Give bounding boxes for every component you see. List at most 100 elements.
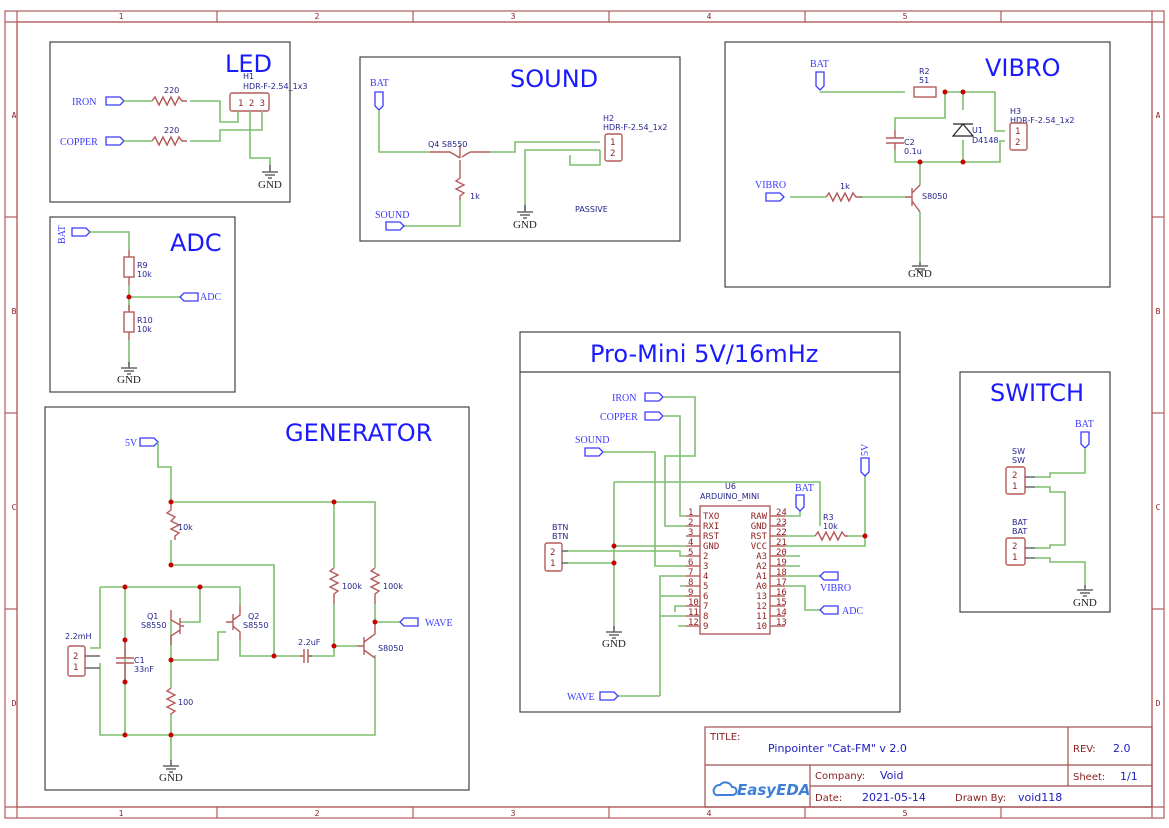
iron-port[interactable] xyxy=(105,96,125,106)
bat-port[interactable] xyxy=(71,227,91,237)
q4-transistor[interactable] xyxy=(430,145,490,159)
vibro-block[interactable]: VIBRO BAT R2 51 C2 0.1u U1 D4148 H3 HDR-… xyxy=(724,41,1111,288)
5v-port[interactable] xyxy=(139,437,159,447)
col-label: 3 xyxy=(511,809,516,818)
generator-title: GENERATOR xyxy=(285,419,432,447)
bat-port[interactable] xyxy=(795,494,805,512)
sound-port[interactable] xyxy=(385,221,405,231)
bat-port[interactable] xyxy=(815,71,825,91)
r3-ref: R3 xyxy=(823,513,834,522)
sw-pin1: 1 xyxy=(1012,482,1017,492)
generator-block[interactable]: GENERATOR 5V 10k 100k 100k Q1 S8550 Q2 S… xyxy=(44,406,470,791)
col-label: 2 xyxy=(315,12,320,21)
title-label: TITLE: xyxy=(709,732,740,743)
h2-connector[interactable] xyxy=(604,133,623,162)
copper-port[interactable] xyxy=(644,411,664,421)
r3-resistor[interactable] xyxy=(814,530,848,542)
resistor-100k-a[interactable] xyxy=(328,567,340,604)
promini-block[interactable]: Pro-Mini 5V/16mHz IRON COPPER SOUND U6 A… xyxy=(519,331,901,713)
q3-label: S8050 xyxy=(378,644,403,653)
copper-port-label: COPPER xyxy=(600,412,638,423)
switch-title: SWITCH xyxy=(990,379,1084,407)
pin-number: 8 xyxy=(688,578,693,588)
bat-port[interactable] xyxy=(374,91,384,111)
bat-label: BAT xyxy=(1075,419,1094,430)
copper-port[interactable] xyxy=(105,136,125,146)
adc-port[interactable] xyxy=(179,292,199,302)
bat-port[interactable] xyxy=(1080,431,1090,449)
pin-name: 12 xyxy=(756,602,767,612)
resistor-1k[interactable] xyxy=(454,160,466,200)
adc-port[interactable] xyxy=(819,605,839,615)
cap-2.2uf[interactable] xyxy=(300,649,312,663)
row-label: C xyxy=(12,503,17,512)
adc-port-label: ADC xyxy=(842,606,863,617)
adc-block[interactable]: ADC BAT R9 10k R10 10k ADC GND xyxy=(49,216,236,393)
h3-pin2: 2 xyxy=(1015,138,1020,148)
led-block[interactable]: LED H1 HDR-F-2.54_1x3 1 2 3 IRON COPPER … xyxy=(49,41,308,203)
iron-port[interactable] xyxy=(644,392,664,402)
pin-number: 12 xyxy=(688,618,699,628)
pin-number: 21 xyxy=(776,538,787,548)
col-label: 5 xyxy=(903,12,908,21)
r-copper-value: 220 xyxy=(164,126,179,135)
gnd-label: GND xyxy=(117,374,141,386)
sound-block[interactable]: SOUND BAT Q4 S8550 1k SOUND H2 HDR-F-2.5… xyxy=(359,56,681,242)
q4-label: Q4 S8550 xyxy=(428,140,467,149)
q1-transistor[interactable] xyxy=(170,610,184,645)
drawn-label: Drawn By: xyxy=(955,793,1006,804)
c1-capacitor[interactable] xyxy=(116,640,134,682)
sheet-title: Pinpointer "Cat-FM" v 2.0 xyxy=(768,742,907,755)
pin-number: 23 xyxy=(776,518,787,528)
pin-name: RAW xyxy=(751,512,768,522)
resistor-220-copper[interactable] xyxy=(151,135,187,147)
r9-ref: R9 xyxy=(137,261,148,270)
resistor-1k[interactable] xyxy=(825,191,862,203)
vibro-title: VIBRO xyxy=(985,54,1061,82)
sw-connector[interactable] xyxy=(1005,466,1026,495)
r-10k-label: 10k xyxy=(178,523,193,532)
bat-connector[interactable] xyxy=(1005,537,1026,566)
vibro-port[interactable] xyxy=(819,571,839,581)
vibro-port[interactable] xyxy=(765,192,785,202)
resistor-100[interactable] xyxy=(165,687,177,715)
pin-number: 10 xyxy=(688,598,699,608)
h3-part: HDR-F-2.54_1x2 xyxy=(1010,116,1075,125)
coil-connector[interactable] xyxy=(67,645,86,677)
wave-port[interactable] xyxy=(599,691,619,701)
arduino-mini-chip[interactable] xyxy=(699,505,771,635)
switch-block[interactable]: SWITCH BAT SW SW 2 1 BAT BAT 2 1 GND xyxy=(959,371,1111,613)
gnd-icon xyxy=(912,262,928,273)
column-dividers xyxy=(5,11,1164,818)
r9-resistor[interactable] xyxy=(123,256,135,278)
drawn-value: void118 xyxy=(1018,791,1062,804)
5v-port[interactable] xyxy=(860,457,870,477)
diode-d4148[interactable] xyxy=(951,123,975,137)
r10-resistor[interactable] xyxy=(123,311,135,333)
pin-number: 1 xyxy=(688,508,693,518)
gnd-icon xyxy=(517,205,533,219)
resistor-10k[interactable] xyxy=(165,502,181,540)
c2-capacitor[interactable] xyxy=(886,130,904,150)
s8050-transistor[interactable] xyxy=(905,184,921,213)
h2-pin2: 2 xyxy=(610,149,615,159)
col-label: 5 xyxy=(903,809,908,818)
btn-connector[interactable] xyxy=(544,542,563,572)
sw-pin2: 2 xyxy=(1012,471,1017,481)
h1-pins: 1 2 3 xyxy=(238,99,265,109)
h3-connector[interactable] xyxy=(1009,122,1028,151)
pin-name: 6 xyxy=(703,592,708,602)
r2-resistor[interactable] xyxy=(913,86,937,98)
q2-transistor[interactable] xyxy=(226,605,241,640)
resistor-220-iron[interactable] xyxy=(151,95,187,107)
s8050-transistor[interactable] xyxy=(357,622,376,659)
bat-pin2: 2 xyxy=(1012,542,1017,552)
sound-port[interactable] xyxy=(584,447,604,457)
gnd-icon xyxy=(606,626,622,639)
wave-port[interactable] xyxy=(399,617,419,627)
adc-title: ADC xyxy=(170,229,222,257)
sound-port-label: SOUND xyxy=(375,210,409,221)
gnd-label: GND xyxy=(602,638,626,650)
resistor-100k-b[interactable] xyxy=(369,567,381,604)
sheet-value: 1/1 xyxy=(1120,770,1138,783)
